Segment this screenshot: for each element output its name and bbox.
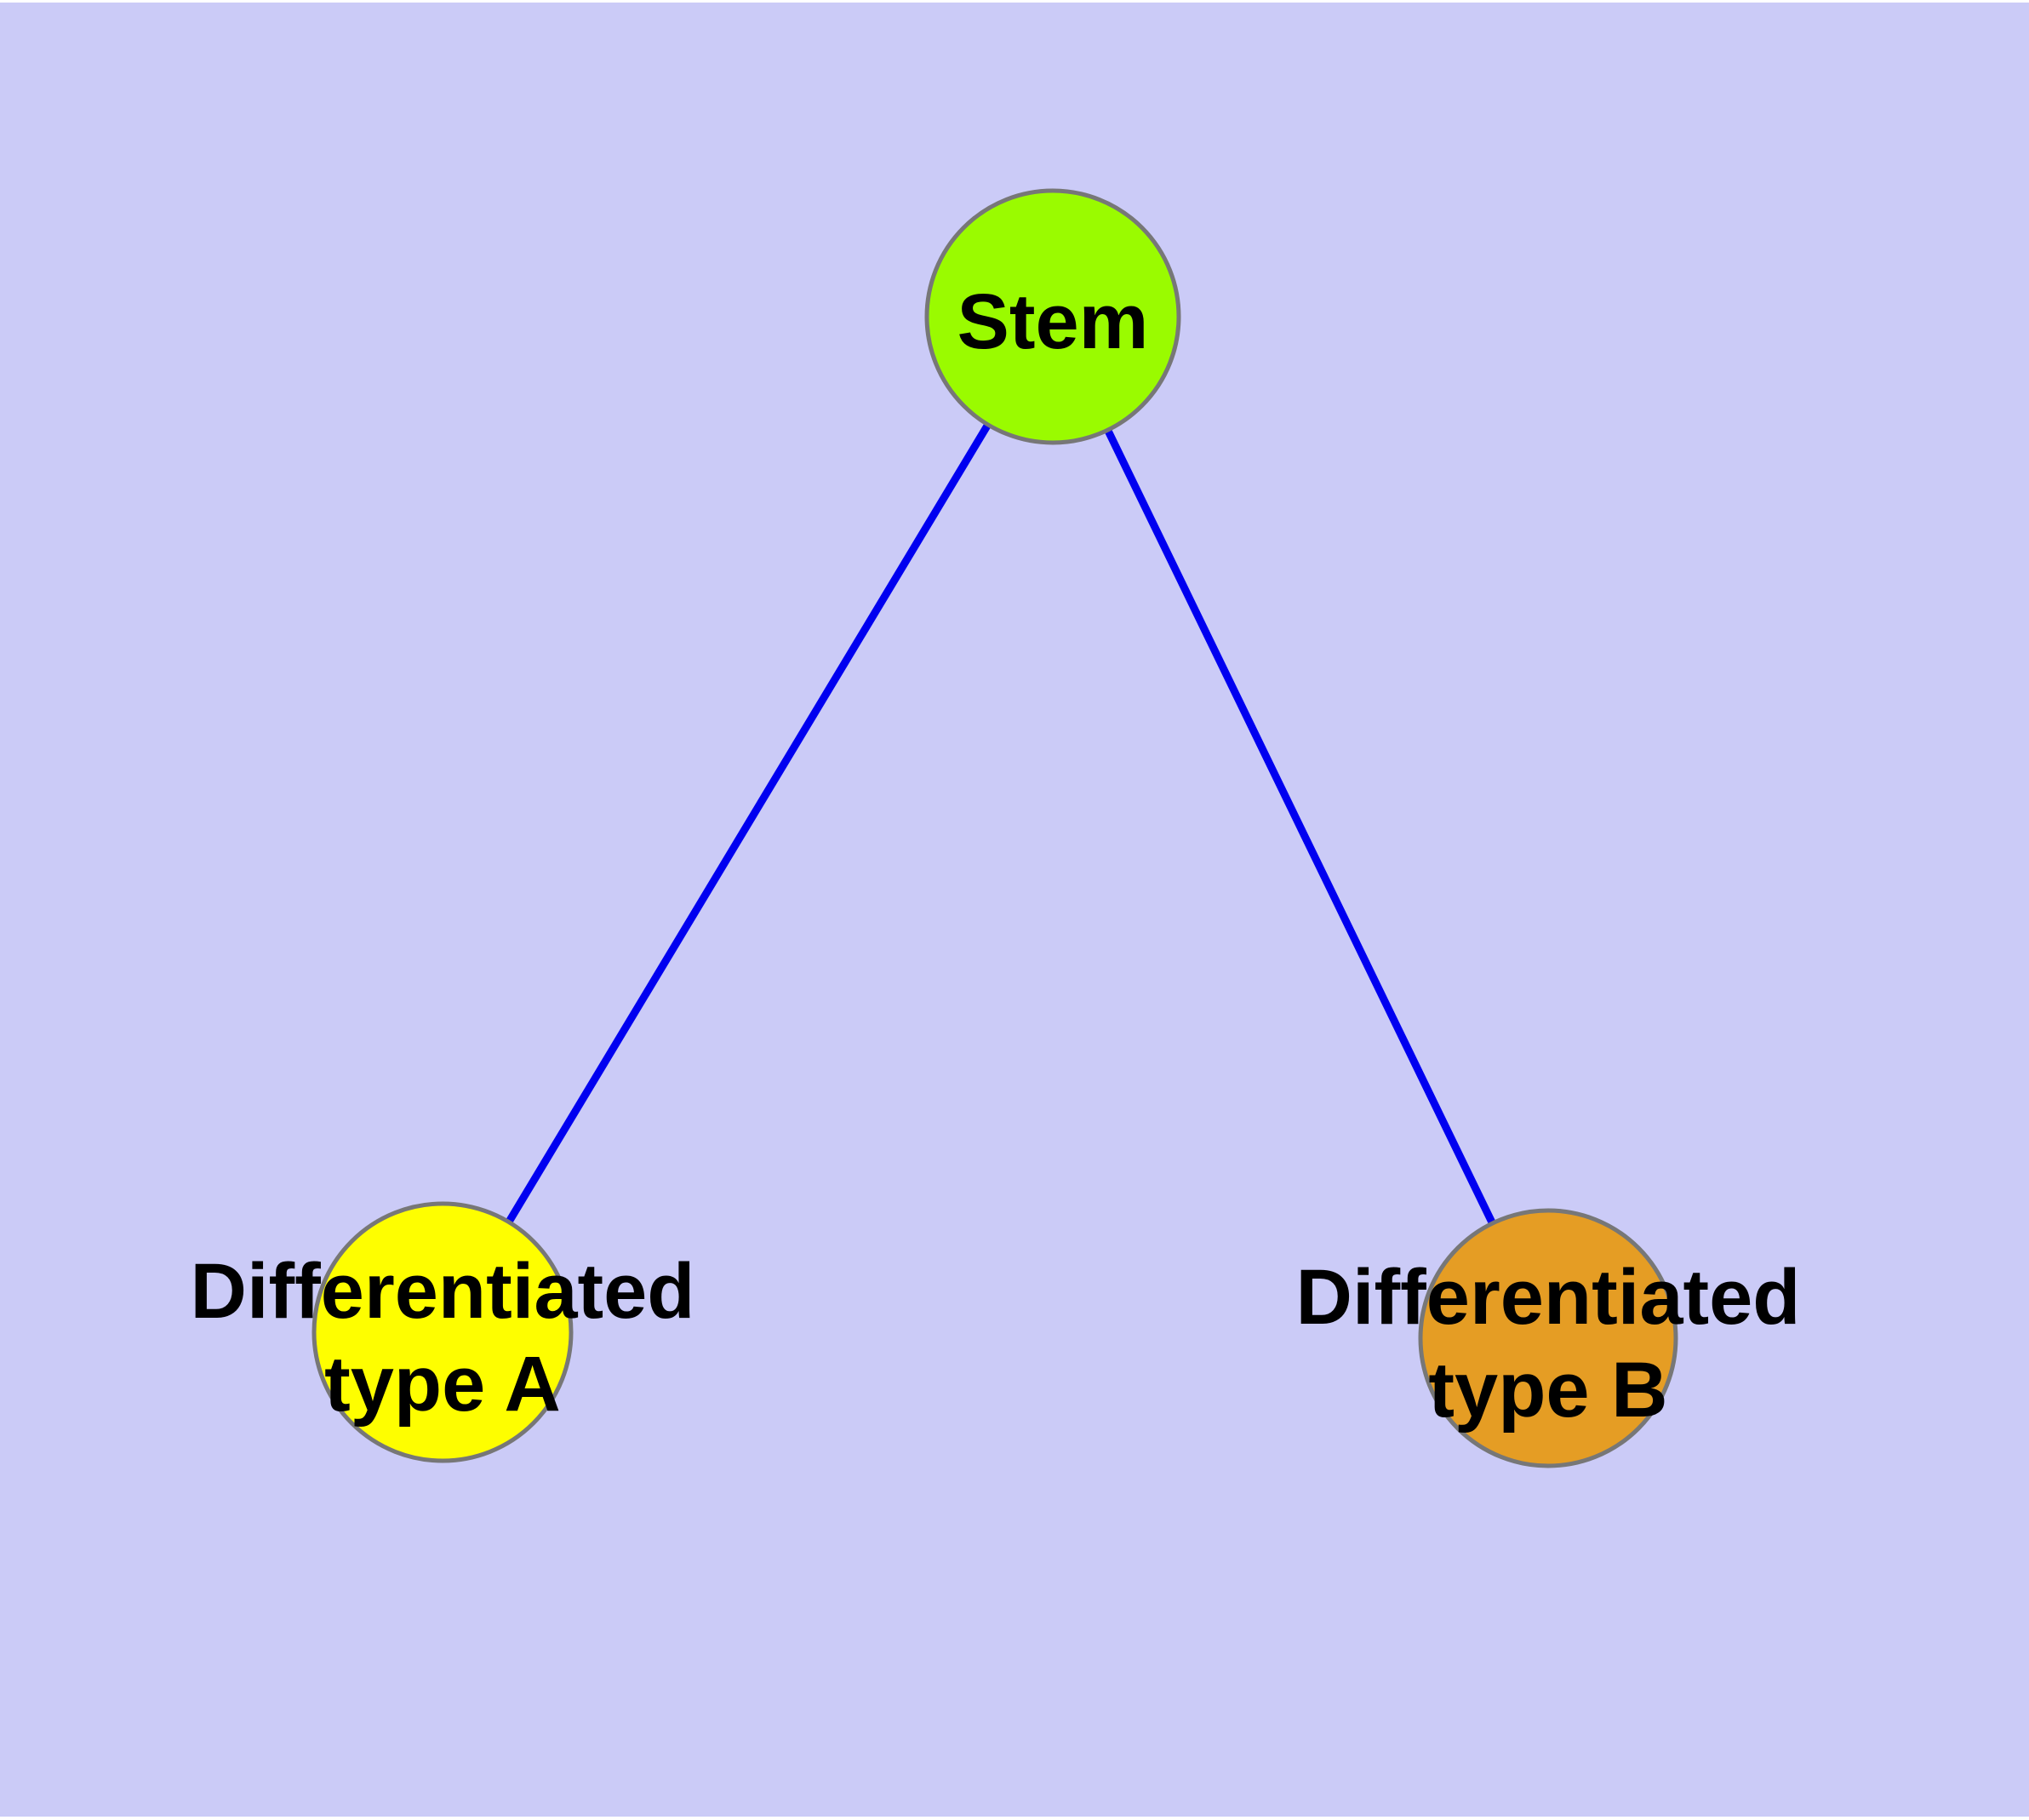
edge-stem-to-type-a — [439, 314, 1056, 1335]
edge-stem-to-type-b — [1049, 315, 1552, 1340]
type-a-node-label-line2: type A — [324, 1341, 561, 1428]
type-a-node: Differentiated type A — [191, 1201, 695, 1463]
type-a-node-label-line1: Differentiated — [191, 1248, 695, 1335]
stem-node-circle — [924, 188, 1181, 445]
stem-node: Stem — [924, 188, 1181, 445]
edge-layer — [439, 314, 1552, 1340]
type-a-node-circle — [311, 1201, 574, 1463]
stem-node-label: Stem — [957, 278, 1149, 365]
type-b-node-label-line2: type B — [1428, 1347, 1667, 1434]
type-b-node-circle — [1418, 1208, 1678, 1468]
type-b-node-label-line1: Differentiated — [1296, 1254, 1801, 1341]
type-b-node: Differentiated type B — [1296, 1208, 1801, 1468]
